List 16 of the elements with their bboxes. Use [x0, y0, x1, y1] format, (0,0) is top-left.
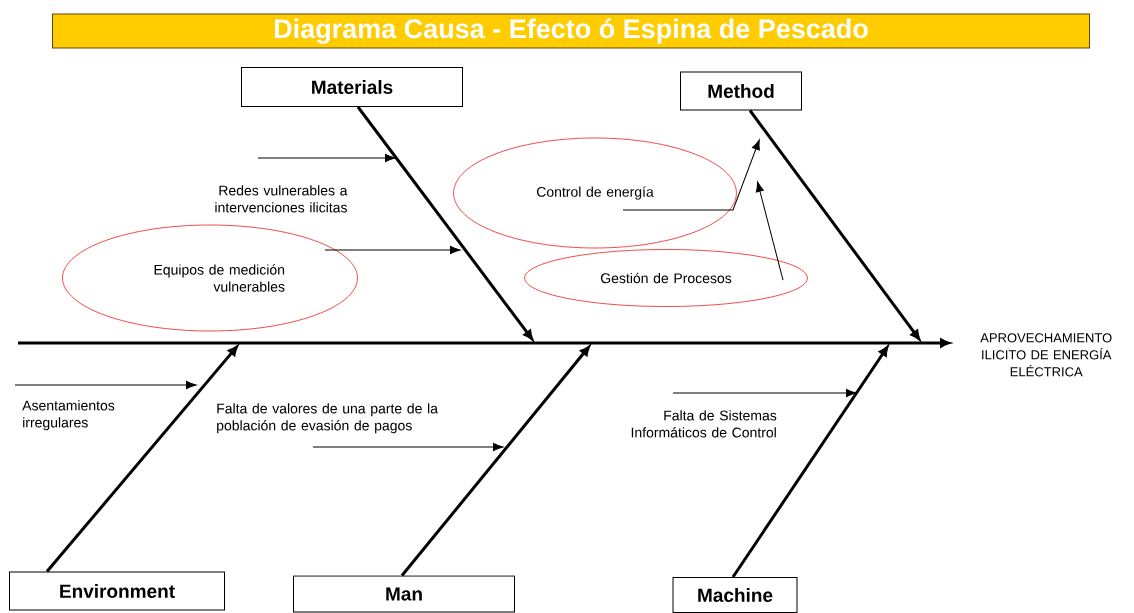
bone-arrow: [400, 345, 590, 577]
cause-label: Redes vulnerables a intervenciones ilicitas: [215, 185, 348, 213]
cause-label: Asentamientos irregulares: [22, 400, 115, 431]
cause-label: Falta de valores de una parte de la población de evasión de pagos: [217, 403, 438, 434]
category-box: Method: [680, 71, 802, 111]
category-box: Environment: [9, 571, 225, 611]
category-box: Materials: [241, 67, 463, 107]
bone-arrow: [45, 345, 238, 573]
arrow: [312, 442, 504, 452]
category-box: Machine: [672, 577, 798, 613]
effect-label: APROVECHAMIENTO ILICITO DE ENERGÍA ELÉCTRICA: [980, 333, 1112, 377]
title-banner: Diagrama Causa - Efecto ó Espina de Pescado: [52, 13, 1090, 49]
category-box: Man: [293, 575, 515, 613]
arrow: [622, 139, 760, 211]
arrow: [257, 153, 396, 163]
arrow: [14, 380, 197, 390]
